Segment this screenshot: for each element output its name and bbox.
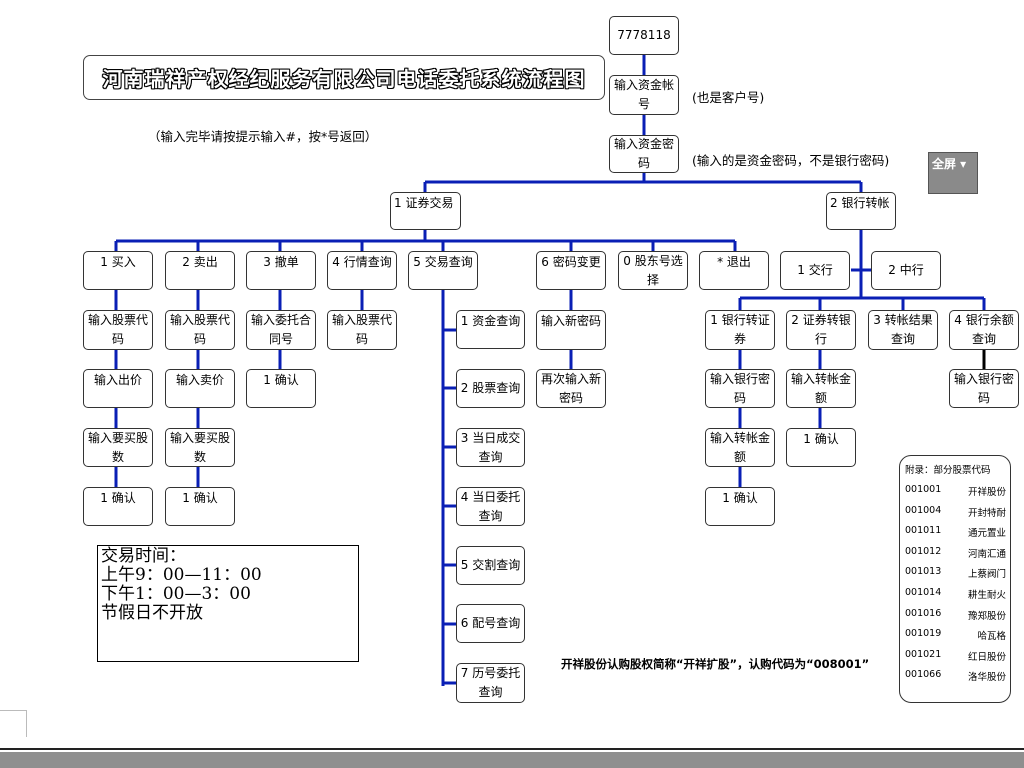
node-bank-to-sec: 1 银行转证券 [705,310,775,350]
node-holder-select: 0 股东号选择 [618,251,688,290]
trading-time-morning: 上午9：00—11：00 [101,565,262,585]
trading-time-afternoon: 下午1：00—3：00 [101,584,251,604]
node-bt1-amount: 输入转帐金额 [705,428,775,467]
node-cancel-contract: 输入委托合同号 [246,310,316,350]
window-bottom-bar [0,752,1024,768]
node-buy-qty: 输入要买股数 [83,428,153,467]
node-sell-price: 输入卖价 [165,369,235,408]
node-fund-query: 1 资金查询 [456,310,525,349]
node-bank-comm: 1 交行 [780,251,850,290]
node-today-orders: 4 当日委托查询 [456,487,525,526]
trading-time-holiday: 节假日不开放 [101,603,203,623]
node-input-password: 输入资金密码 [609,135,679,173]
title-banner: 河南瑞祥产权经纪服务有限公司电话委托系统流程图 [83,55,605,100]
node-input-account: 输入资金帐号 [609,75,679,115]
node-bt4-bank-password: 输入银行密码 [949,369,1019,408]
node-quote-query: 4 行情查询 [327,251,397,290]
node-exit: * 退出 [699,251,769,290]
node-repeat-password: 再次输入新密码 [536,369,606,408]
node-sec-to-bank: 2 证券转银行 [786,310,856,350]
node-today-deals: 3 当日成交查询 [456,428,525,467]
node-buy-price: 输入出价 [83,369,153,408]
node-bt1-bank-password: 输入银行密码 [705,369,775,408]
node-bank-balance: 4 银行余额查询 [949,310,1019,350]
node-change-password: 6 密码变更 [536,251,606,290]
node-buy: 1 买入 [83,251,153,290]
node-new-password: 输入新密码 [536,310,606,350]
node-buy-code: 输入股票代码 [83,310,153,350]
node-bank-china: 2 中行 [871,251,941,290]
password-note: (输入的是资金密码，不是银行密码) [692,153,890,168]
node-history-orders: 7 历号委托查询 [456,663,525,703]
node-bt2-confirm: 1 确认 [786,428,856,467]
node-settlement-query: 5 交割查询 [456,546,525,585]
trading-time-box: 交易时间： 上午9：00—11：00 下午1：00—3：00 节假日不开放 [97,545,359,662]
node-securities-trading: 1 证券交易 [390,192,461,230]
node-buy-confirm: 1 确认 [83,487,153,526]
appendix-heading: 附录：部分股票代码 [905,465,991,476]
node-quote-code: 输入股票代码 [327,310,397,350]
node-cancel-confirm: 1 确认 [246,369,316,408]
input-hint: （输入完毕请按提示输入#，按*号返回） [148,129,378,144]
node-bt1-confirm: 1 确认 [705,487,775,526]
node-cancel-order: 3 撤单 [246,251,316,290]
page-title: 河南瑞祥产权经纪服务有限公司电话委托系统流程图 [102,67,586,91]
node-sell-code: 输入股票代码 [165,310,235,350]
node-bank-transfer: 2 银行转帐 [826,192,896,230]
node-sell-qty: 输入要买股数 [165,428,235,467]
subscription-note: 开祥股份认购股权简称“开祥扩股”，认购代码为“008001” [561,657,870,671]
fullscreen-label: 全屏 ▾ [932,157,967,171]
node-allotment-query: 6 配号查询 [456,604,525,643]
node-stock-query: 2 股票查询 [456,369,525,408]
fullscreen-button[interactable]: 全屏 ▾ [928,152,978,194]
node-transfer-result: 3 转帐结果查询 [868,310,938,350]
account-note: (也是客户号) [692,90,765,105]
trading-time-heading: 交易时间： [101,546,186,566]
node-sell-confirm: 1 确认 [165,487,235,526]
window-bottom-border [0,748,1024,750]
node-bt2-amount: 输入转帐金额 [786,369,856,408]
node-trade-query: 5 交易查询 [408,251,478,290]
node-sell: 2 卖出 [165,251,235,290]
node-phone: 7778118 [609,16,679,55]
page-corner-mark [0,710,27,737]
